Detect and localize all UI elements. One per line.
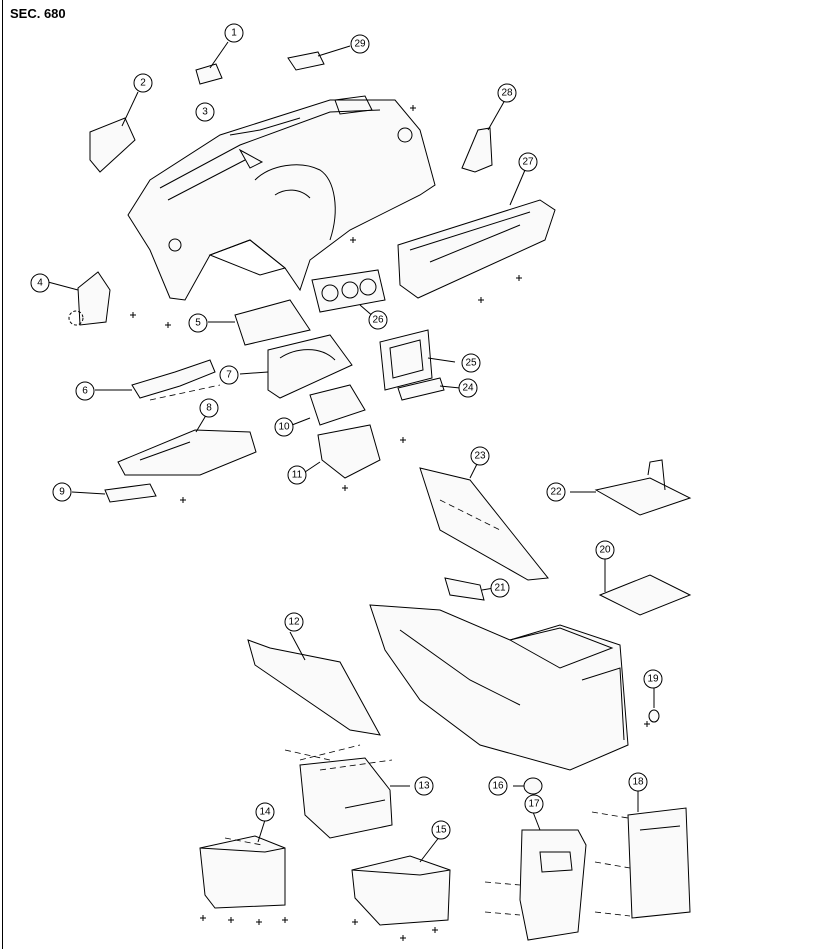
callout-1: 1: [224, 23, 244, 43]
guide-lines: [149, 384, 631, 917]
callout-4: 4: [30, 273, 50, 293]
callout-2-label: 2: [140, 78, 146, 89]
callout-22: 22: [546, 482, 566, 502]
callout-25: 25: [461, 353, 481, 373]
callout-8-label: 8: [206, 403, 212, 414]
callout-10-label: 10: [278, 422, 290, 433]
callout-27-label: 27: [522, 157, 534, 168]
callout-16: 16: [488, 776, 508, 796]
callout-6-label: 6: [82, 386, 88, 397]
callout-10: 10: [274, 417, 294, 437]
callout-25-label: 25: [465, 358, 477, 369]
part-4-side-bracket: [47, 271, 111, 326]
part-18-rear-panel: [627, 788, 691, 919]
part-22-shift-finisher: [570, 459, 692, 516]
callout-5-label: 5: [195, 318, 201, 329]
part-23-side-panel: [419, 461, 549, 581]
callout-12: 12: [284, 612, 304, 632]
part-14-armrest-box: [199, 819, 286, 909]
center-console-body: [369, 604, 629, 771]
callout-4-label: 4: [37, 278, 43, 289]
part-29-top-panel: [287, 45, 351, 71]
callout-14: 14: [255, 802, 275, 822]
callout-19-label: 19: [647, 674, 659, 685]
part-13-console-tray: [299, 757, 410, 839]
callout-9: 9: [52, 482, 72, 502]
callout-9-label: 9: [59, 487, 65, 498]
part-25-audio-bezel: [379, 329, 456, 391]
callout-6: 6: [75, 381, 95, 401]
part-15-storage-box: [351, 835, 451, 926]
callout-7-label: 7: [226, 370, 232, 381]
callout-26: 26: [368, 310, 388, 330]
section-label: SEC. 680: [10, 6, 66, 21]
part-26-center-vents: [311, 269, 386, 319]
callout-28-label: 28: [501, 88, 513, 99]
part-12-console-side-finisher: [247, 631, 381, 736]
part-19-clip: [648, 688, 660, 723]
callout-2: 2: [133, 73, 153, 93]
callout-29-label: 29: [354, 39, 366, 50]
callout-24: 24: [458, 378, 478, 398]
callout-27: 27: [518, 152, 538, 172]
part-11-column-cover-lower: [304, 424, 381, 479]
callout-15-label: 15: [435, 825, 447, 836]
part-17-rear-vent-finisher: [519, 811, 587, 941]
left-border-rule: [2, 0, 3, 949]
callout-markers: 1 2 3 4 5 6 7 8 9 10 11 12 13 14 15 16 1…: [30, 23, 663, 840]
callout-11-label: 11: [292, 470, 303, 481]
callout-29: 29: [350, 34, 370, 54]
callout-5: 5: [188, 313, 208, 333]
callout-24-label: 24: [462, 383, 474, 394]
callout-20: 20: [595, 540, 615, 560]
part-24-lower-finisher: [397, 377, 461, 401]
part-7-combination-meter: [239, 334, 353, 399]
part-28-corner-finisher: [461, 99, 506, 173]
part-1-clip: [195, 41, 229, 85]
part-20-shift-selector: [598, 558, 692, 616]
part-27-glove-box: [397, 169, 556, 299]
callout-11: 11: [287, 465, 307, 485]
callout-21: 21: [490, 578, 510, 598]
part-10-column-cover-upper: [291, 384, 366, 426]
callout-1-label: 1: [231, 28, 237, 39]
callout-8: 8: [199, 398, 219, 418]
part-8-lower-panel: [117, 411, 257, 476]
callout-19: 19: [643, 669, 663, 689]
callout-21-label: 21: [494, 583, 506, 594]
part-2-side-cover: [89, 91, 139, 173]
part-9-knee-trim: [71, 483, 157, 503]
callout-16-label: 16: [492, 781, 504, 792]
callout-23: 23: [470, 446, 490, 466]
part-6-brace: [95, 359, 216, 399]
callout-12-label: 12: [288, 617, 300, 628]
callout-28: 28: [497, 83, 517, 103]
instrument-panel-part: [127, 95, 436, 301]
callout-14-label: 14: [259, 807, 271, 818]
callout-7: 7: [219, 365, 239, 385]
callout-26-label: 26: [372, 315, 384, 326]
callout-22-label: 22: [550, 487, 562, 498]
callout-18: 18: [628, 772, 648, 792]
part-5-cluster-lid: [208, 299, 311, 346]
callout-17: 17: [524, 794, 544, 814]
callout-3: 3: [195, 102, 215, 122]
callout-15: 15: [431, 820, 451, 840]
callout-13: 13: [414, 776, 434, 796]
callout-17-label: 17: [528, 799, 540, 810]
callout-13-label: 13: [418, 781, 430, 792]
fastener-screws: [130, 105, 650, 941]
part-21-bracket: [444, 577, 495, 601]
part-16-cap: [513, 777, 543, 795]
callout-20-label: 20: [599, 545, 611, 556]
callout-18-label: 18: [632, 777, 644, 788]
callout-3-label: 3: [202, 107, 208, 118]
callout-23-label: 23: [474, 451, 486, 462]
